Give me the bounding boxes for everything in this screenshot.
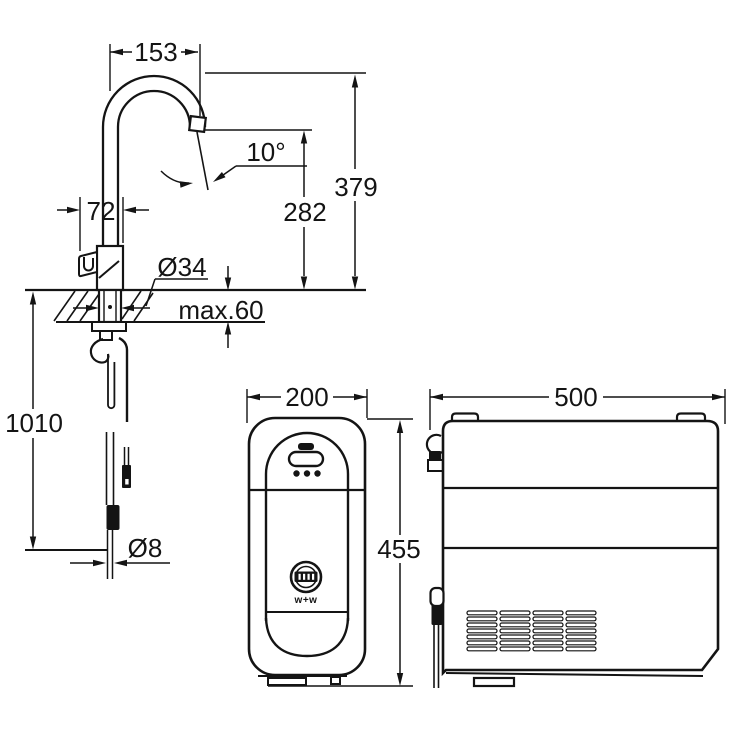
dim-body-width: 72 — [57, 196, 149, 251]
dim-label-side-depth: 500 — [554, 382, 597, 412]
faucet-dimensions: 153 10° 72 379 — [5, 37, 378, 567]
shank-neck — [99, 330, 113, 341]
vent-slat — [532, 616, 564, 622]
hose-right-upper — [118, 336, 129, 422]
shank-inner-lines — [103, 290, 117, 322]
front-inner-panel-bottom — [264, 617, 350, 658]
dim-label-body-width: 72 — [87, 196, 116, 226]
vent-grille — [466, 610, 597, 652]
water-stream-line — [196, 131, 209, 191]
vent-slat — [499, 622, 531, 628]
dim-hose-length: 1010 — [5, 291, 63, 550]
front-foot-right — [330, 676, 341, 685]
dispense-button — [287, 450, 325, 468]
vent-slat — [499, 610, 531, 616]
vent-slat — [466, 616, 498, 622]
vent-slat — [466, 640, 498, 646]
cooler-side-view — [425, 412, 720, 688]
vent-slat — [499, 646, 531, 652]
side-body — [441, 419, 720, 677]
lever-knob-notch — [83, 257, 94, 272]
dim-label-max-deck-thickness: max.60 — [178, 295, 263, 325]
vent-slat — [466, 622, 498, 628]
vent-slat — [499, 640, 531, 646]
dim-label-overall-height: 379 — [334, 172, 377, 202]
lever-knob — [78, 250, 98, 278]
vent-slat — [532, 634, 564, 640]
vent-slat — [499, 616, 531, 622]
shank-screw-dot — [108, 305, 112, 309]
vent-slat — [565, 622, 597, 628]
dim-label-hole-diameter: Ø34 — [157, 252, 206, 282]
dim-label-spout-height: 282 — [283, 197, 326, 227]
hose-plug — [122, 465, 131, 488]
vent-slat — [532, 610, 564, 616]
hose-s-bend — [89, 337, 110, 364]
dim-spout-height: 282 — [205, 129, 327, 290]
inlet-fitting — [425, 433, 444, 472]
vent-slat — [466, 646, 498, 652]
side-lid-tab-left — [450, 412, 480, 421]
hose-plug-hole — [125, 479, 129, 485]
vent-slat — [565, 628, 597, 634]
dim-front-width: 200 — [246, 382, 368, 423]
dim-side-depth: 500 — [429, 382, 726, 430]
dim-overall-height: 379 — [205, 72, 378, 290]
hose-loop — [107, 354, 116, 410]
dim-label-front-height: 455 — [377, 534, 420, 564]
vent-slat — [466, 610, 498, 616]
dim-max-deck-thickness: max.60 — [178, 266, 264, 348]
dim-label-hose-length: 1010 — [5, 408, 63, 438]
faucet-aerator — [187, 114, 208, 134]
hose-end-tube — [106, 530, 114, 579]
vent-slat — [565, 646, 597, 652]
dim-label-spout-reach: 153 — [134, 37, 177, 67]
hose-left-lower — [105, 432, 115, 505]
vent-slat — [466, 628, 498, 634]
dim-spout-angle: 10° — [160, 137, 307, 188]
vent-slat — [565, 640, 597, 646]
dim-spout-reach: 153 — [109, 37, 201, 116]
hose-plug-neck — [123, 447, 130, 465]
dim-hose-diameter: Ø8 — [70, 533, 170, 567]
vent-slat — [532, 622, 564, 628]
vent-slat — [532, 640, 564, 646]
front-view-dimensions: 200 455 — [246, 382, 421, 687]
vent-slat — [565, 634, 597, 640]
dim-front-height: 455 — [268, 418, 421, 687]
vent-slat — [499, 628, 531, 634]
indicator-dots — [293, 470, 321, 477]
front-inner-panel — [264, 431, 350, 621]
faucet-view — [25, 74, 366, 579]
dim-hole-diameter: Ø34 — [73, 252, 208, 312]
vent-slat — [565, 616, 597, 622]
vent-slat — [466, 634, 498, 640]
supply-hoses — [89, 336, 131, 579]
cooler-front-view: w+w — [247, 416, 367, 686]
dim-label-hose-diameter: Ø8 — [128, 533, 163, 563]
hose-connector-block — [106, 505, 120, 530]
vent-slat — [532, 646, 564, 652]
power-cable — [429, 586, 445, 688]
lever-shaft — [98, 260, 120, 279]
faucet-spout-arc — [101, 74, 207, 246]
brand-badge: w+w — [289, 560, 323, 606]
front-foot-left — [267, 677, 307, 686]
mounting-nut — [91, 321, 127, 332]
vent-slat — [532, 628, 564, 634]
side-base-line — [445, 672, 704, 677]
dim-label-front-width: 200 — [285, 382, 328, 412]
vent-slat — [499, 634, 531, 640]
side-foot — [472, 676, 516, 688]
brand-badge-text: w+w — [294, 595, 318, 606]
vent-slat — [565, 610, 597, 616]
side-lid-tab-right — [675, 412, 707, 421]
dim-label-spout-angle: 10° — [246, 137, 285, 167]
led-indicator — [298, 443, 314, 450]
